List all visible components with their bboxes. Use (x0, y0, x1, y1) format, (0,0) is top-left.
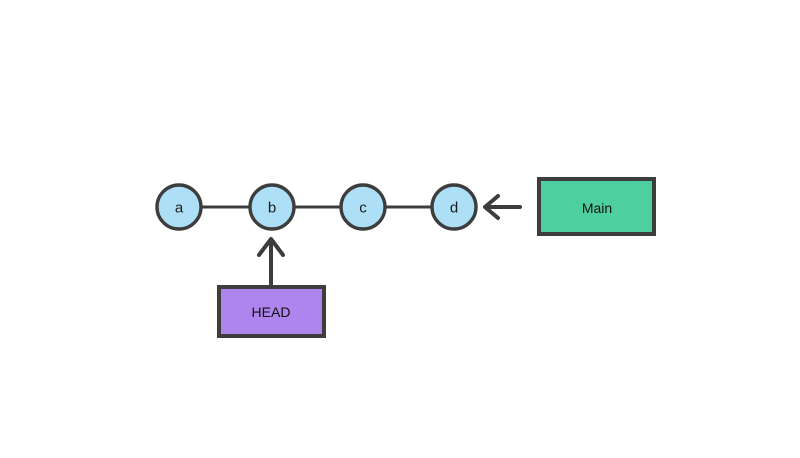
commit-node-a[interactable]: a (155, 183, 203, 231)
commit-node-d[interactable]: d (430, 183, 478, 231)
commit-circle-b (248, 183, 296, 231)
commit-circle-d (430, 183, 478, 231)
commit-label-b: b (268, 200, 276, 217)
branch-arrow-head (483, 194, 500, 220)
commit-label-c: c (359, 200, 367, 217)
head-label[interactable]: HEAD (217, 285, 326, 338)
head-arrow-head (257, 237, 285, 257)
branch-pointer-arrow-icon (483, 194, 522, 220)
branch-label-main-box (537, 177, 656, 236)
head-label-box (217, 285, 326, 338)
head-pointer-arrow-icon (257, 237, 285, 286)
commit-node-b[interactable]: b (248, 183, 296, 231)
branch-label-main-text: Main (582, 200, 612, 216)
branch-label-main[interactable]: Main (537, 177, 656, 236)
commit-node-c[interactable]: c (339, 183, 387, 231)
commit-circle-c (339, 183, 387, 231)
head-label-text: HEAD (252, 304, 291, 320)
commit-label-d: d (450, 200, 458, 217)
commit-label-a: a (175, 200, 184, 217)
commit-circle-a (155, 183, 203, 231)
